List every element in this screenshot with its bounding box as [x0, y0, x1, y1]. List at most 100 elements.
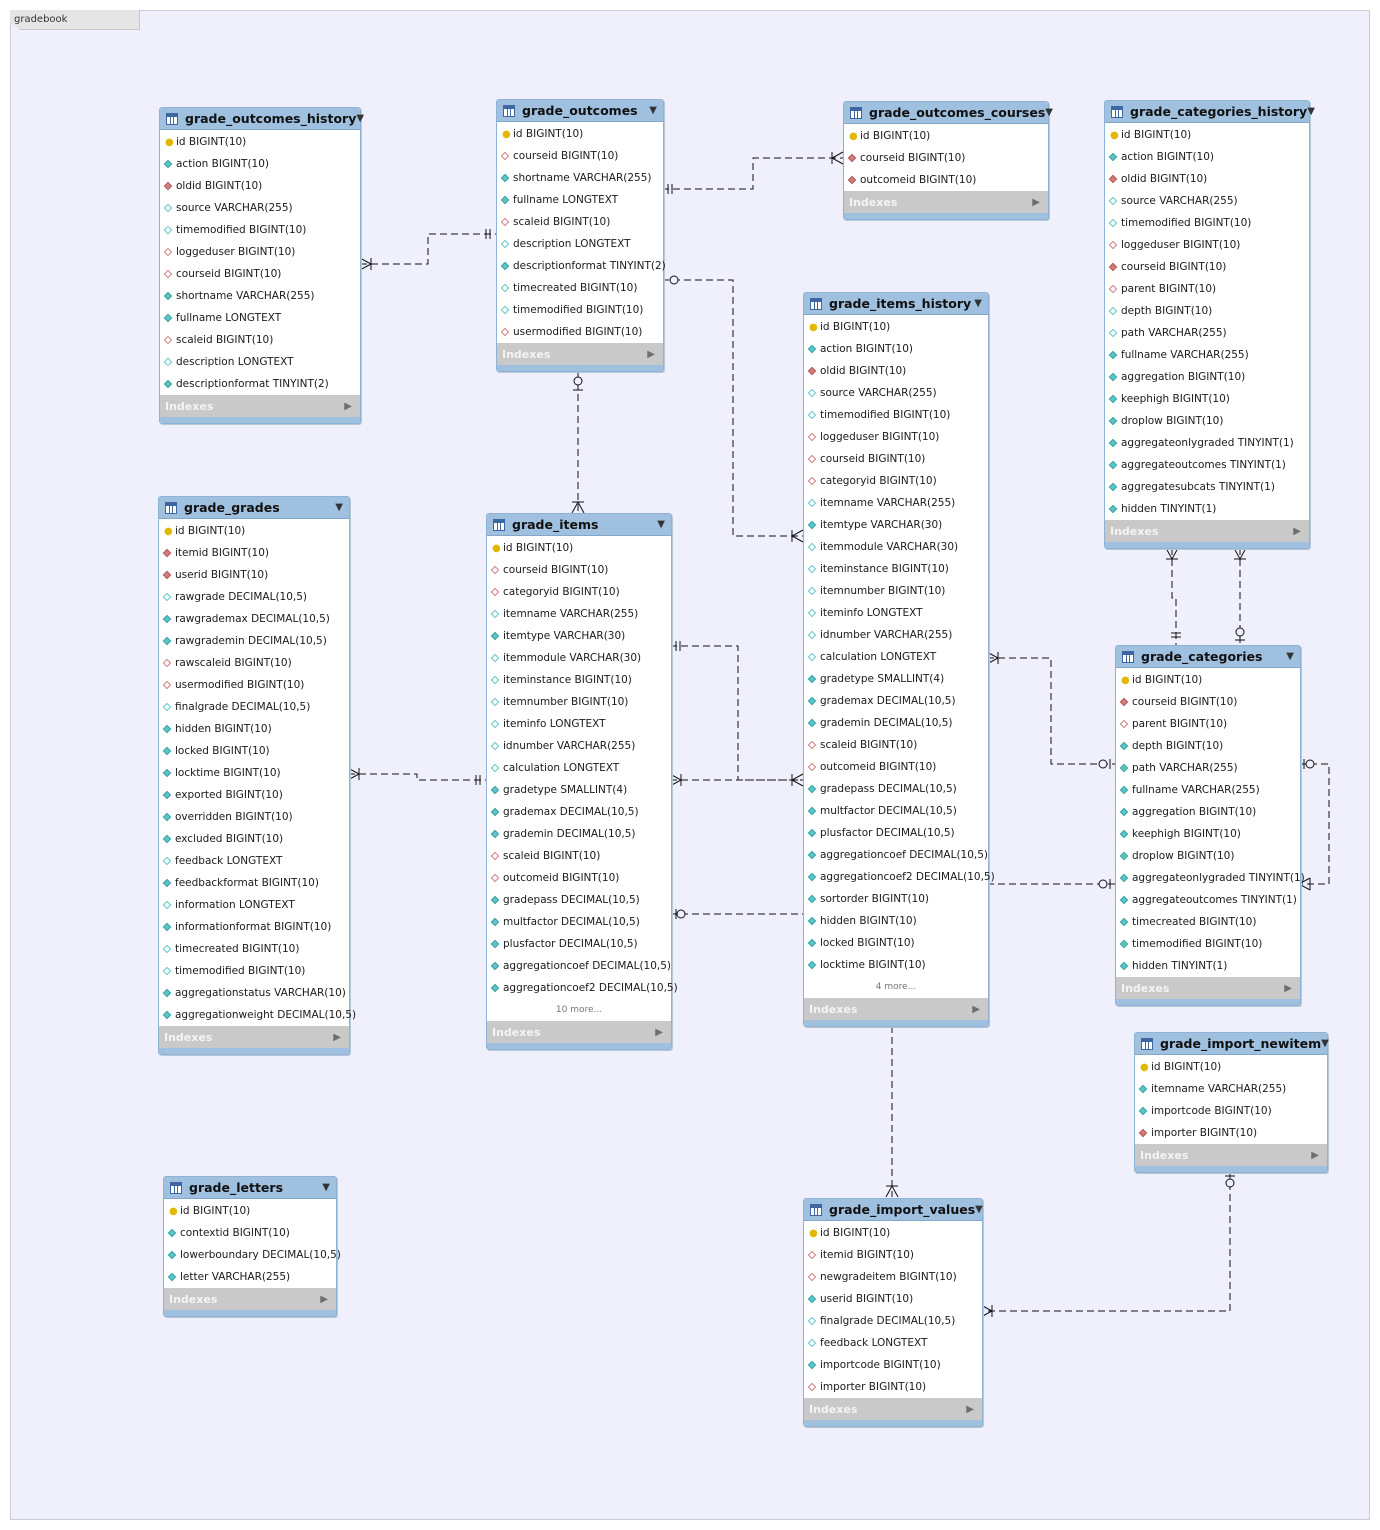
column-row[interactable]: source VARCHAR(255)	[160, 197, 360, 219]
indexes-section[interactable]: Indexes▶	[804, 998, 988, 1020]
column-row[interactable]: excluded BIGINT(10)	[159, 828, 349, 850]
column-row[interactable]: timemodified BIGINT(10)	[804, 404, 988, 426]
indexes-section[interactable]: Indexes▶	[159, 1026, 349, 1048]
column-row[interactable]: itemname VARCHAR(255)	[804, 492, 988, 514]
table-header[interactable]: grade_grades▼	[159, 497, 349, 519]
column-row[interactable]: outcomeid BIGINT(10)	[487, 867, 671, 889]
column-row[interactable]: idnumber VARCHAR(255)	[487, 735, 671, 757]
column-row[interactable]: feedback LONGTEXT	[804, 1332, 982, 1354]
table-grades[interactable]: grade_grades▼●id BIGINT(10)itemid BIGINT…	[158, 496, 356, 1055]
column-row[interactable]: userid BIGINT(10)	[159, 564, 349, 586]
table-items[interactable]: grade_items▼●id BIGINT(10)courseid BIGIN…	[486, 513, 678, 1050]
column-row[interactable]: multfactor DECIMAL(10,5)	[804, 800, 988, 822]
column-row[interactable]: categoryid BIGINT(10)	[487, 581, 671, 603]
column-row[interactable]: aggregationweight DECIMAL(10,5)	[159, 1004, 356, 1026]
column-row[interactable]: outcomeid BIGINT(10)	[804, 756, 988, 778]
table-outcomes-courses[interactable]: grade_outcomes_courses▼●id BIGINT(10)cou…	[843, 101, 1053, 220]
column-row[interactable]: information LONGTEXT	[159, 894, 349, 916]
column-row[interactable]: itemnumber BIGINT(10)	[804, 580, 988, 602]
collapse-arrow-icon[interactable]: ▼	[975, 1204, 983, 1215]
column-row[interactable]: aggregateoutcomes TINYINT(1)	[1116, 889, 1300, 911]
column-row[interactable]: timemodified BIGINT(10)	[497, 299, 663, 321]
column-row[interactable]: sortorder BIGINT(10)	[804, 888, 988, 910]
column-row[interactable]: multfactor DECIMAL(10,5)	[487, 911, 671, 933]
column-row[interactable]: shortname VARCHAR(255)	[160, 285, 360, 307]
column-row[interactable]: ●id BIGINT(10)	[1116, 669, 1300, 691]
column-row[interactable]: overridden BIGINT(10)	[159, 806, 349, 828]
collapse-arrow-icon[interactable]: ▼	[1286, 651, 1294, 662]
table-categories[interactable]: grade_categories▼●id BIGINT(10)courseid …	[1115, 645, 1305, 1006]
column-row[interactable]: loggeduser BIGINT(10)	[1105, 234, 1309, 256]
indexes-section[interactable]: Indexes▶	[164, 1288, 336, 1310]
indexes-section[interactable]: Indexes▶	[1105, 520, 1309, 542]
column-row[interactable]: timecreated BIGINT(10)	[159, 938, 349, 960]
column-row[interactable]: droplow BIGINT(10)	[1116, 845, 1300, 867]
column-row[interactable]: depth BIGINT(10)	[1105, 300, 1309, 322]
column-row[interactable]: courseid BIGINT(10)	[487, 559, 671, 581]
column-row[interactable]: iteminfo LONGTEXT	[804, 602, 988, 624]
column-row[interactable]: gradetype SMALLINT(4)	[804, 668, 988, 690]
table-header[interactable]: grade_outcomes_courses▼	[844, 102, 1053, 124]
column-row[interactable]: courseid BIGINT(10)	[844, 147, 1048, 169]
column-row[interactable]: fullname VARCHAR(255)	[1116, 779, 1300, 801]
column-row[interactable]: finalgrade DECIMAL(10,5)	[804, 1310, 982, 1332]
column-row[interactable]: userid BIGINT(10)	[804, 1288, 982, 1310]
column-row[interactable]: action BIGINT(10)	[160, 153, 360, 175]
expand-arrow-icon[interactable]: ▶	[655, 1026, 663, 1038]
column-row[interactable]: usermodified BIGINT(10)	[159, 674, 349, 696]
column-row[interactable]: lowerboundary DECIMAL(10,5)	[164, 1244, 341, 1266]
column-row[interactable]: outcomeid BIGINT(10)	[844, 169, 1048, 191]
column-row[interactable]: ●id BIGINT(10)	[844, 125, 1048, 147]
column-row[interactable]: timemodified BIGINT(10)	[160, 219, 360, 241]
column-row[interactable]: rawgrademin DECIMAL(10,5)	[159, 630, 349, 652]
column-row[interactable]: grademax DECIMAL(10,5)	[487, 801, 671, 823]
table-outcomes-history[interactable]: grade_outcomes_history▼●id BIGINT(10)act…	[159, 107, 364, 424]
column-row[interactable]: locked BIGINT(10)	[159, 740, 349, 762]
indexes-section[interactable]: Indexes▶	[487, 1021, 671, 1043]
column-row[interactable]: courseid BIGINT(10)	[160, 263, 360, 285]
column-row[interactable]: gradepass DECIMAL(10,5)	[804, 778, 988, 800]
column-row[interactable]: plusfactor DECIMAL(10,5)	[804, 822, 988, 844]
column-row[interactable]: categoryid BIGINT(10)	[804, 470, 988, 492]
column-row[interactable]: droplow BIGINT(10)	[1105, 410, 1309, 432]
collapse-arrow-icon[interactable]: ▼	[335, 502, 343, 513]
column-row[interactable]: plusfactor DECIMAL(10,5)	[487, 933, 671, 955]
column-row[interactable]: source VARCHAR(255)	[804, 382, 988, 404]
table-header[interactable]: grade_categories▼	[1116, 646, 1300, 668]
column-row[interactable]: ●id BIGINT(10)	[1135, 1056, 1327, 1078]
column-row[interactable]: itemtype VARCHAR(30)	[804, 514, 988, 536]
column-row[interactable]: action BIGINT(10)	[804, 338, 988, 360]
indexes-section[interactable]: Indexes▶	[804, 1398, 982, 1420]
column-row[interactable]: oldid BIGINT(10)	[1105, 168, 1309, 190]
table-letters[interactable]: grade_letters▼●id BIGINT(10)contextid BI…	[163, 1176, 341, 1317]
expand-arrow-icon[interactable]: ▶	[1311, 1149, 1319, 1161]
column-row[interactable]: action BIGINT(10)	[1105, 146, 1309, 168]
column-row[interactable]: keephigh BIGINT(10)	[1116, 823, 1300, 845]
expand-arrow-icon[interactable]: ▶	[966, 1403, 974, 1415]
column-row[interactable]: timecreated BIGINT(10)	[1116, 911, 1300, 933]
column-row[interactable]: importer BIGINT(10)	[804, 1376, 982, 1398]
collapse-arrow-icon[interactable]: ▼	[974, 298, 982, 309]
column-row[interactable]: gradepass DECIMAL(10,5)	[487, 889, 671, 911]
column-row[interactable]: path VARCHAR(255)	[1116, 757, 1300, 779]
column-row[interactable]: oldid BIGINT(10)	[804, 360, 988, 382]
indexes-section[interactable]: Indexes▶	[1135, 1144, 1327, 1166]
column-row[interactable]: importcode BIGINT(10)	[1135, 1100, 1327, 1122]
expand-arrow-icon[interactable]: ▶	[1032, 196, 1040, 208]
indexes-section[interactable]: Indexes▶	[497, 343, 663, 365]
table-import-newitem[interactable]: grade_import_newitem▼●id BIGINT(10)itemn…	[1134, 1032, 1329, 1173]
indexes-section[interactable]: Indexes▶	[160, 395, 360, 417]
column-row[interactable]: loggeduser BIGINT(10)	[160, 241, 360, 263]
column-row[interactable]: aggregationcoef2 DECIMAL(10,5)	[487, 977, 678, 999]
column-row[interactable]: ●id BIGINT(10)	[804, 1222, 982, 1244]
table-header[interactable]: grade_import_values▼	[804, 1199, 983, 1221]
collapse-arrow-icon[interactable]: ▼	[1321, 1038, 1329, 1049]
indexes-section[interactable]: Indexes▶	[1116, 977, 1300, 999]
column-row[interactable]: itemid BIGINT(10)	[159, 542, 349, 564]
column-row[interactable]: hidden TINYINT(1)	[1105, 498, 1309, 520]
column-row[interactable]: usermodified BIGINT(10)	[497, 321, 663, 343]
column-row[interactable]: itemname VARCHAR(255)	[487, 603, 671, 625]
column-row[interactable]: keephigh BIGINT(10)	[1105, 388, 1309, 410]
column-row[interactable]: parent BIGINT(10)	[1105, 278, 1309, 300]
column-row[interactable]: fullname LONGTEXT	[160, 307, 360, 329]
